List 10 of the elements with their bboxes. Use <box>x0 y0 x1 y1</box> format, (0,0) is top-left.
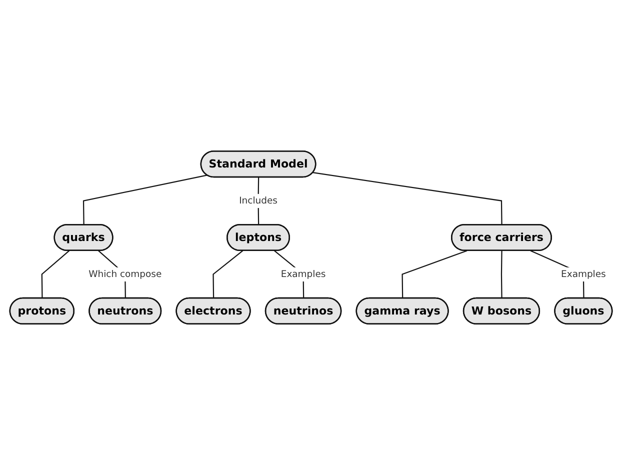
connector <box>312 172 502 225</box>
connector <box>402 250 468 298</box>
connector <box>82 174 208 225</box>
connector <box>212 250 244 298</box>
edge-label: Examples <box>561 268 606 280</box>
connector <box>500 250 502 298</box>
edge-label: Includes <box>239 195 278 206</box>
edge-label: Which compose <box>88 268 162 280</box>
connector <box>41 250 70 298</box>
edge-label: Examples <box>280 268 326 280</box>
